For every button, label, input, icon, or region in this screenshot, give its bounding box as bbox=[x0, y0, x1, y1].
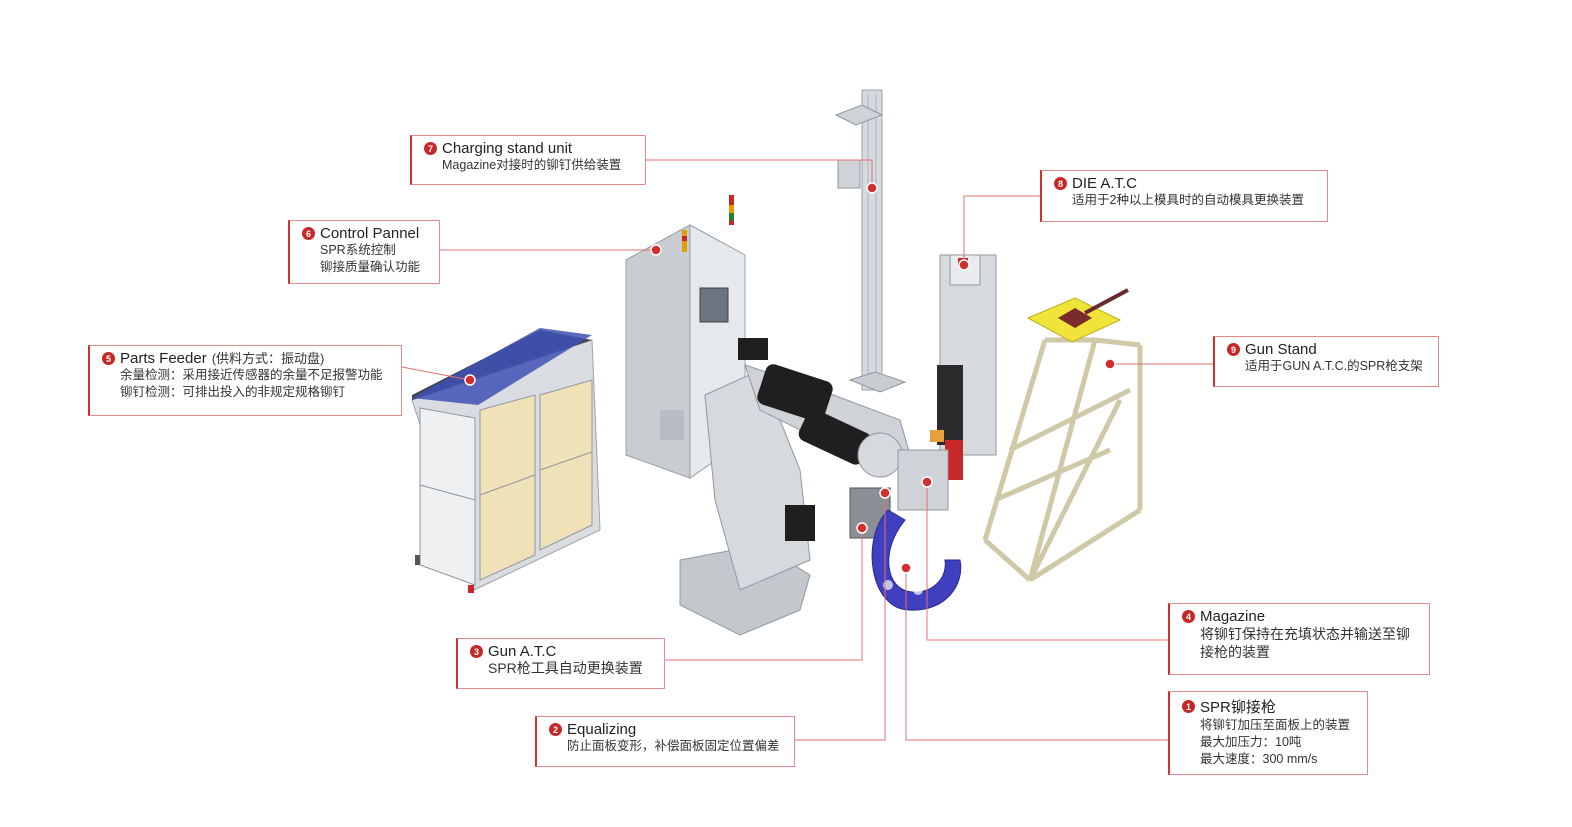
callout-control-pannel: 6 Control Pannel SPR系统控制 铆接质量确认功能 bbox=[288, 220, 440, 284]
leader-dots bbox=[464, 182, 1116, 574]
die-atc-illustration bbox=[937, 254, 997, 480]
callout-title-suffix: (供料方式：振动盘) bbox=[211, 351, 325, 366]
charging-stand-illustration bbox=[834, 89, 907, 393]
robot-arm-illustration bbox=[679, 338, 911, 636]
callout-description: 铆钉检测：可排出投入的非规定规格铆钉 bbox=[120, 385, 346, 399]
callout-description: 将铆钉保持在充填状态并输送至铆接枪的装置 bbox=[1200, 626, 1410, 660]
number-badge: 3 bbox=[470, 645, 483, 658]
callout-title: Equalizing bbox=[567, 721, 637, 738]
callout-title: Control Pannel bbox=[320, 225, 420, 242]
gun-stand-illustration bbox=[982, 337, 1143, 583]
number-badge: 1 bbox=[1182, 700, 1195, 713]
callout-gun-atc: 3 Gun A.T.C SPR枪工具自动更换装置 bbox=[456, 638, 665, 689]
callout-description: Magazine对接时的铆钉供给装置 bbox=[442, 158, 622, 172]
callout-title: Charging stand unit bbox=[442, 140, 573, 157]
callout-spr-riveting-gun: 1 SPR铆接枪 将铆钉加压至面板上的装置 最大加压力：10吨 最大速度：300… bbox=[1168, 691, 1368, 775]
number-badge: 2 bbox=[549, 723, 562, 736]
callout-description: SPR枪工具自动更换装置 bbox=[488, 660, 643, 676]
callout-description: SPR系统控制 bbox=[320, 243, 396, 257]
callout-description: 将铆钉加压至面板上的装置 bbox=[1200, 718, 1351, 732]
callout-title: Gun A.T.C bbox=[488, 643, 557, 660]
spr-gun-illustration bbox=[849, 430, 962, 611]
callout-parts-feeder: 5 Parts Feeder (供料方式：振动盘) 余量检测：采用接近传感器的余量… bbox=[88, 345, 402, 416]
callout-spec-speed: 最大速度：300 mm/s bbox=[1200, 752, 1318, 766]
callout-description: 适用于GUN A.T.C.的SPR枪支架 bbox=[1245, 359, 1423, 373]
callout-title: Parts Feeder bbox=[120, 350, 207, 367]
parts-feeder-illustration bbox=[411, 328, 601, 593]
number-badge: 5 bbox=[102, 352, 115, 365]
callout-die-atc: 8 DIE A.T.C 适用于2种以上模具时的自动模具更换装置 bbox=[1040, 170, 1328, 222]
callout-title: DIE A.T.C bbox=[1072, 175, 1138, 192]
gun-stand-top-plate bbox=[1026, 288, 1129, 343]
callout-equalizing: 2 Equalizing 防止面板变形，补偿面板固定位置偏差 bbox=[535, 716, 795, 767]
callout-title: Gun Stand bbox=[1245, 341, 1317, 358]
number-badge: 9 bbox=[1227, 343, 1240, 356]
leader-lines bbox=[401, 159, 1213, 741]
callout-title: SPR铆接枪 bbox=[1200, 699, 1276, 716]
callout-magazine: 4 Magazine 将铆钉保持在充填状态并输送至铆接枪的装置 bbox=[1168, 603, 1430, 675]
callout-description: 防止面板变形，补偿面板固定位置偏差 bbox=[567, 739, 780, 753]
number-badge: 6 bbox=[302, 227, 315, 240]
callout-title: Magazine bbox=[1200, 608, 1266, 625]
callout-description: 铆接质量确认功能 bbox=[320, 260, 421, 274]
callout-charging-stand-unit: 7 Charging stand unit Magazine对接时的铆钉供给装置 bbox=[410, 135, 646, 185]
callout-description: 余量检测：采用接近传感器的余量不足报警功能 bbox=[120, 368, 383, 382]
number-badge: 4 bbox=[1182, 610, 1195, 623]
number-badge: 8 bbox=[1054, 177, 1067, 190]
callout-spec-force: 最大加压力：10吨 bbox=[1200, 735, 1302, 749]
callout-description: 适用于2种以上模具时的自动模具更换装置 bbox=[1072, 193, 1304, 207]
number-badge: 7 bbox=[424, 142, 437, 155]
callout-gun-stand: 9 Gun Stand 适用于GUN A.T.C.的SPR枪支架 bbox=[1213, 336, 1439, 387]
